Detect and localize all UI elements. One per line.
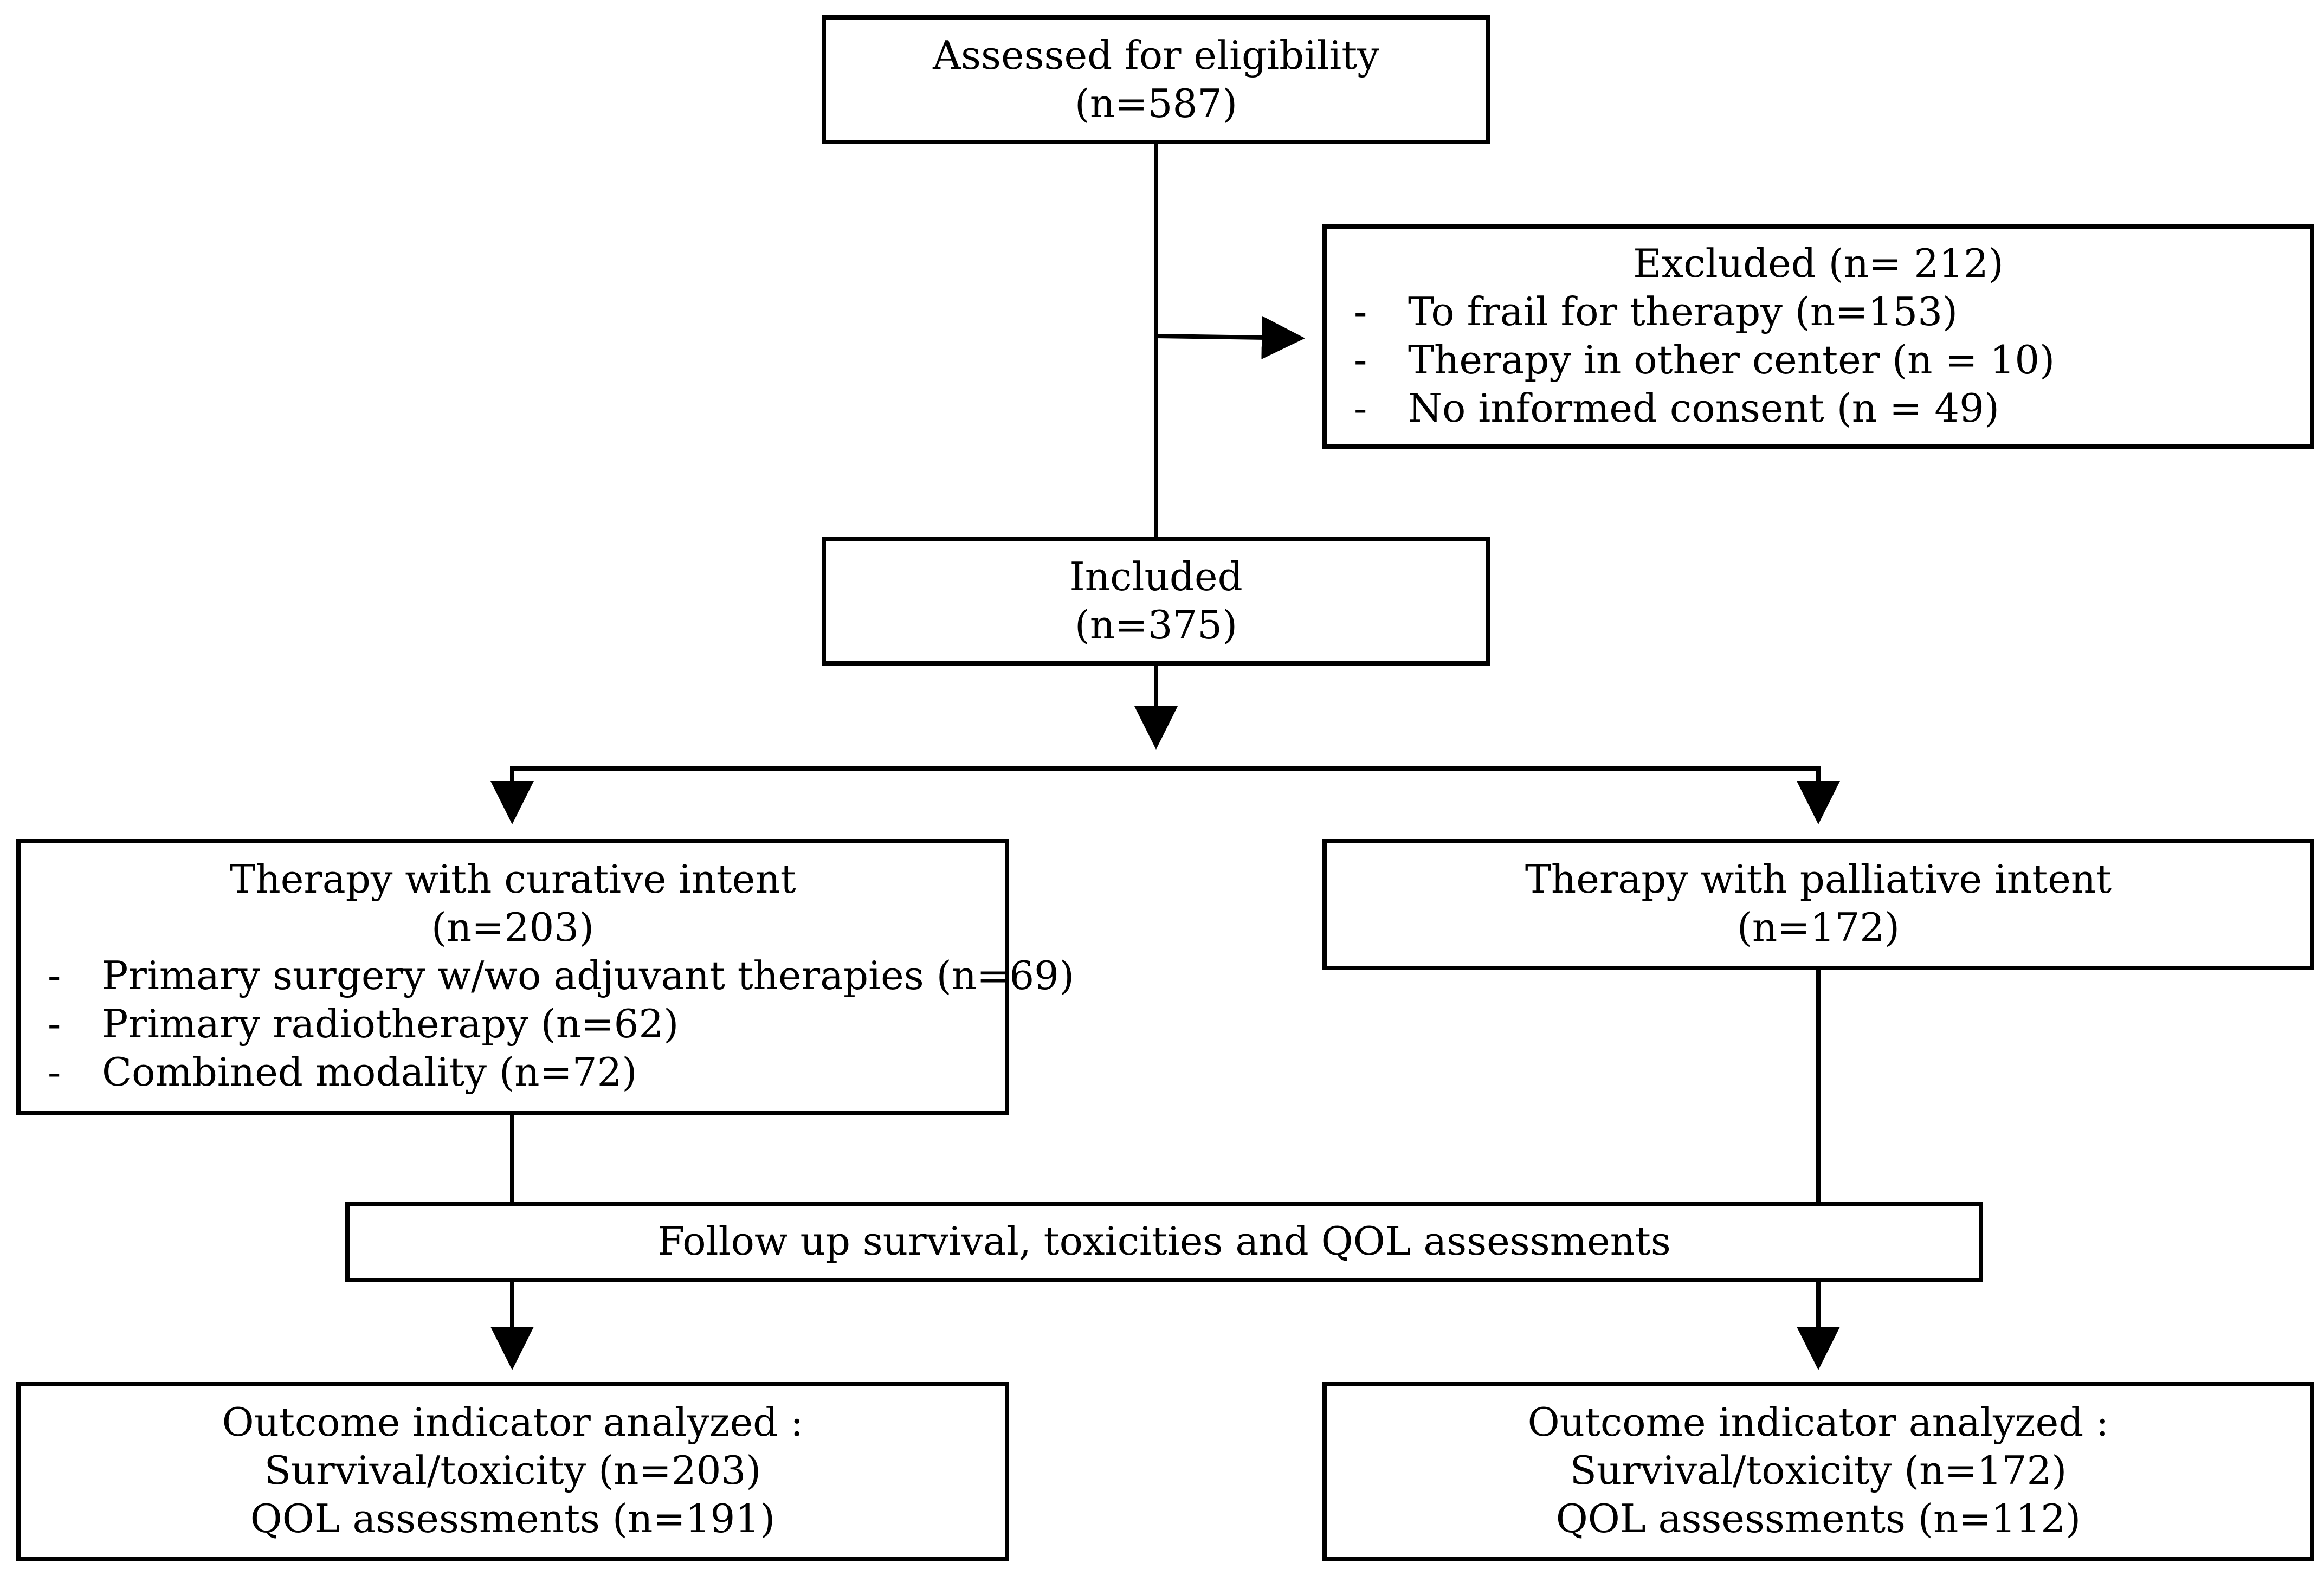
- excluded-item: - Therapy in other center (n = 10): [1327, 336, 2310, 384]
- included-count: (n=375): [1074, 602, 1238, 648]
- curative-item: - Combined modality (n=72): [21, 1048, 1005, 1096]
- bullet-dash: -: [48, 1049, 61, 1095]
- curative-item-text: Primary radiotherapy (n=62): [102, 1001, 679, 1047]
- curative-item-text: Primary surgery w/wo adjuvant therapies …: [102, 953, 1075, 998]
- outcome-palliative-line2: QOL assessments (n=112): [1555, 1496, 2081, 1541]
- included-title: Included: [1069, 554, 1243, 599]
- outcome-palliative-title: Outcome indicator analyzed :: [1527, 1399, 2109, 1445]
- outcome-curative-line1: Survival/toxicity (n=203): [264, 1448, 761, 1493]
- connector-split: [510, 766, 1821, 818]
- curative-item-text: Combined modality (n=72): [102, 1049, 637, 1095]
- followup-box: Follow up survival, toxicities and QOL a…: [345, 1202, 1983, 1282]
- arrow-to-excluded: [1155, 315, 1305, 359]
- outcome-curative-title: Outcome indicator analyzed :: [222, 1399, 804, 1445]
- bullet-dash: -: [48, 1001, 61, 1047]
- outcome-palliative-line1: Survival/toxicity (n=172): [1570, 1448, 2067, 1493]
- curative-count: (n=203): [431, 905, 595, 950]
- excluded-item-text: Therapy in other center (n = 10): [1408, 337, 2055, 383]
- bullet-dash: -: [1354, 289, 1367, 334]
- bullet-dash: -: [1354, 385, 1367, 431]
- included-box: Included (n=375): [822, 537, 1490, 666]
- curative-item: - Primary radiotherapy (n=62): [21, 1000, 1005, 1048]
- palliative-box: Therapy with palliative intent (n=172): [1322, 839, 2314, 970]
- excluded-item-text: No informed consent (n = 49): [1408, 385, 1999, 431]
- excluded-item: - No informed consent (n = 49): [1327, 384, 2310, 432]
- outcome-palliative-box: Outcome indicator analyzed : Survival/to…: [1322, 1382, 2314, 1561]
- excluded-item-text: To frail for therapy (n=153): [1408, 289, 1958, 334]
- assessed-count: (n=587): [1074, 81, 1238, 126]
- bullet-dash: -: [48, 953, 61, 998]
- excluded-title: Excluded (n= 212): [1633, 241, 2004, 286]
- outcome-curative-box: Outcome indicator analyzed : Survival/to…: [16, 1382, 1009, 1561]
- palliative-title: Therapy with palliative intent: [1525, 856, 2112, 902]
- curative-item: - Primary surgery w/wo adjuvant therapie…: [21, 952, 1074, 1000]
- assessed-title: Assessed for eligibility: [933, 33, 1379, 78]
- assessed-box: Assessed for eligibility (n=587): [822, 15, 1490, 144]
- bullet-dash: -: [1354, 337, 1367, 383]
- excluded-box: Excluded (n= 212) - To frail for therapy…: [1322, 224, 2314, 449]
- followup-title: Follow up survival, toxicities and QOL a…: [657, 1218, 1671, 1264]
- curative-title: Therapy with curative intent: [229, 856, 796, 902]
- curative-box: Therapy with curative intent (n=203) - P…: [16, 839, 1074, 1115]
- excluded-item: - To frail for therapy (n=153): [1327, 288, 2310, 336]
- palliative-count: (n=172): [1736, 905, 1900, 950]
- outcome-curative-line2: QOL assessments (n=191): [250, 1496, 776, 1541]
